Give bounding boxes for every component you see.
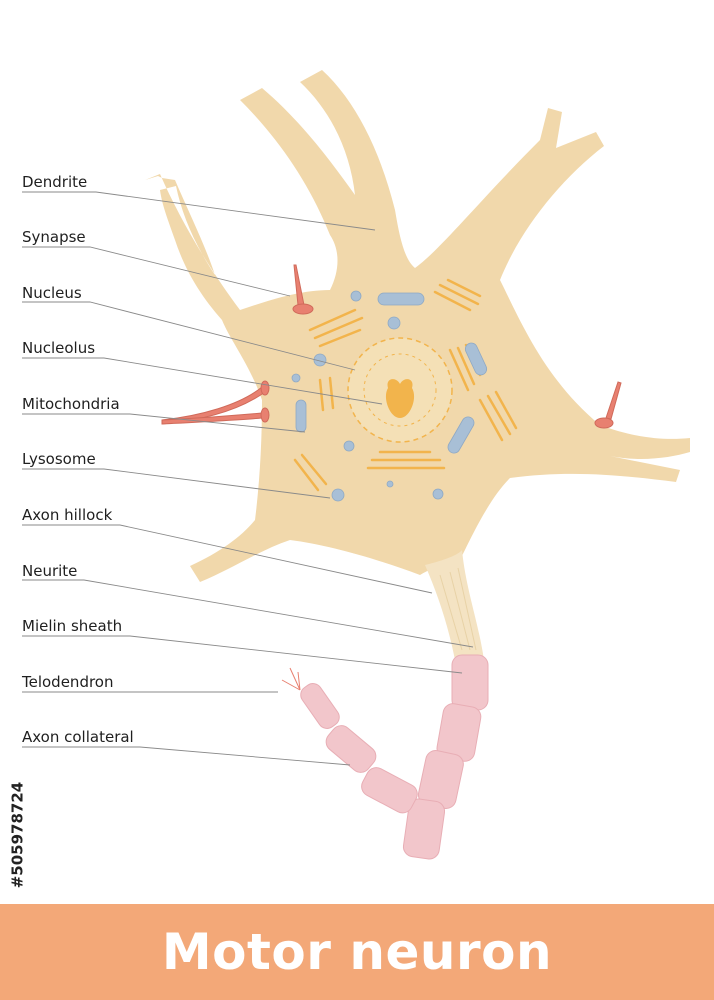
axon-hillock xyxy=(425,550,484,660)
leader-synapse xyxy=(22,246,291,297)
synapses xyxy=(161,264,622,429)
leader-axon-hillock xyxy=(22,524,433,594)
lysosomes xyxy=(291,290,488,502)
label-dendrite: Dendrite xyxy=(22,173,87,191)
nucleolus xyxy=(385,379,415,418)
title-banner: Motor neuron xyxy=(0,904,714,1000)
label-synapse: Synapse xyxy=(22,228,86,246)
label-telodendron: Telodendron xyxy=(21,673,114,691)
label-axon-collateral: Axon collateral xyxy=(22,728,134,746)
myelin-sheath xyxy=(402,654,489,860)
leader-neurite xyxy=(22,579,474,648)
leader-axon-collateral xyxy=(22,746,351,766)
labels: Dendrite Synapse Nucleus Nucleolus Mitoc… xyxy=(21,173,134,746)
stock-id-watermark: #505978724 xyxy=(2,765,32,905)
telodendron xyxy=(281,667,301,691)
label-mitochondria: Mitochondria xyxy=(22,395,120,413)
label-lysosome: Lysosome xyxy=(22,450,96,468)
leader-nucleolus xyxy=(22,357,383,405)
diagram-title: Motor neuron xyxy=(161,923,553,981)
label-mielin-sheath: Mielin sheath xyxy=(22,617,122,635)
leader-mitochondria xyxy=(22,413,306,433)
leader-nucleus xyxy=(22,301,356,371)
leader-lysosome xyxy=(22,468,331,499)
leader-mielin-sheath xyxy=(22,635,463,674)
label-neurite: Neurite xyxy=(22,562,77,580)
leader-lines xyxy=(22,191,474,766)
label-nucleolus: Nucleolus xyxy=(22,339,95,357)
label-nucleus: Nucleus xyxy=(22,284,82,302)
stock-id-text: #505978724 xyxy=(8,781,27,889)
axon-collateral xyxy=(300,683,418,814)
cell-body xyxy=(145,70,690,582)
leader-dendrite xyxy=(22,191,376,231)
label-axon-hillock: Axon hillock xyxy=(22,506,113,524)
